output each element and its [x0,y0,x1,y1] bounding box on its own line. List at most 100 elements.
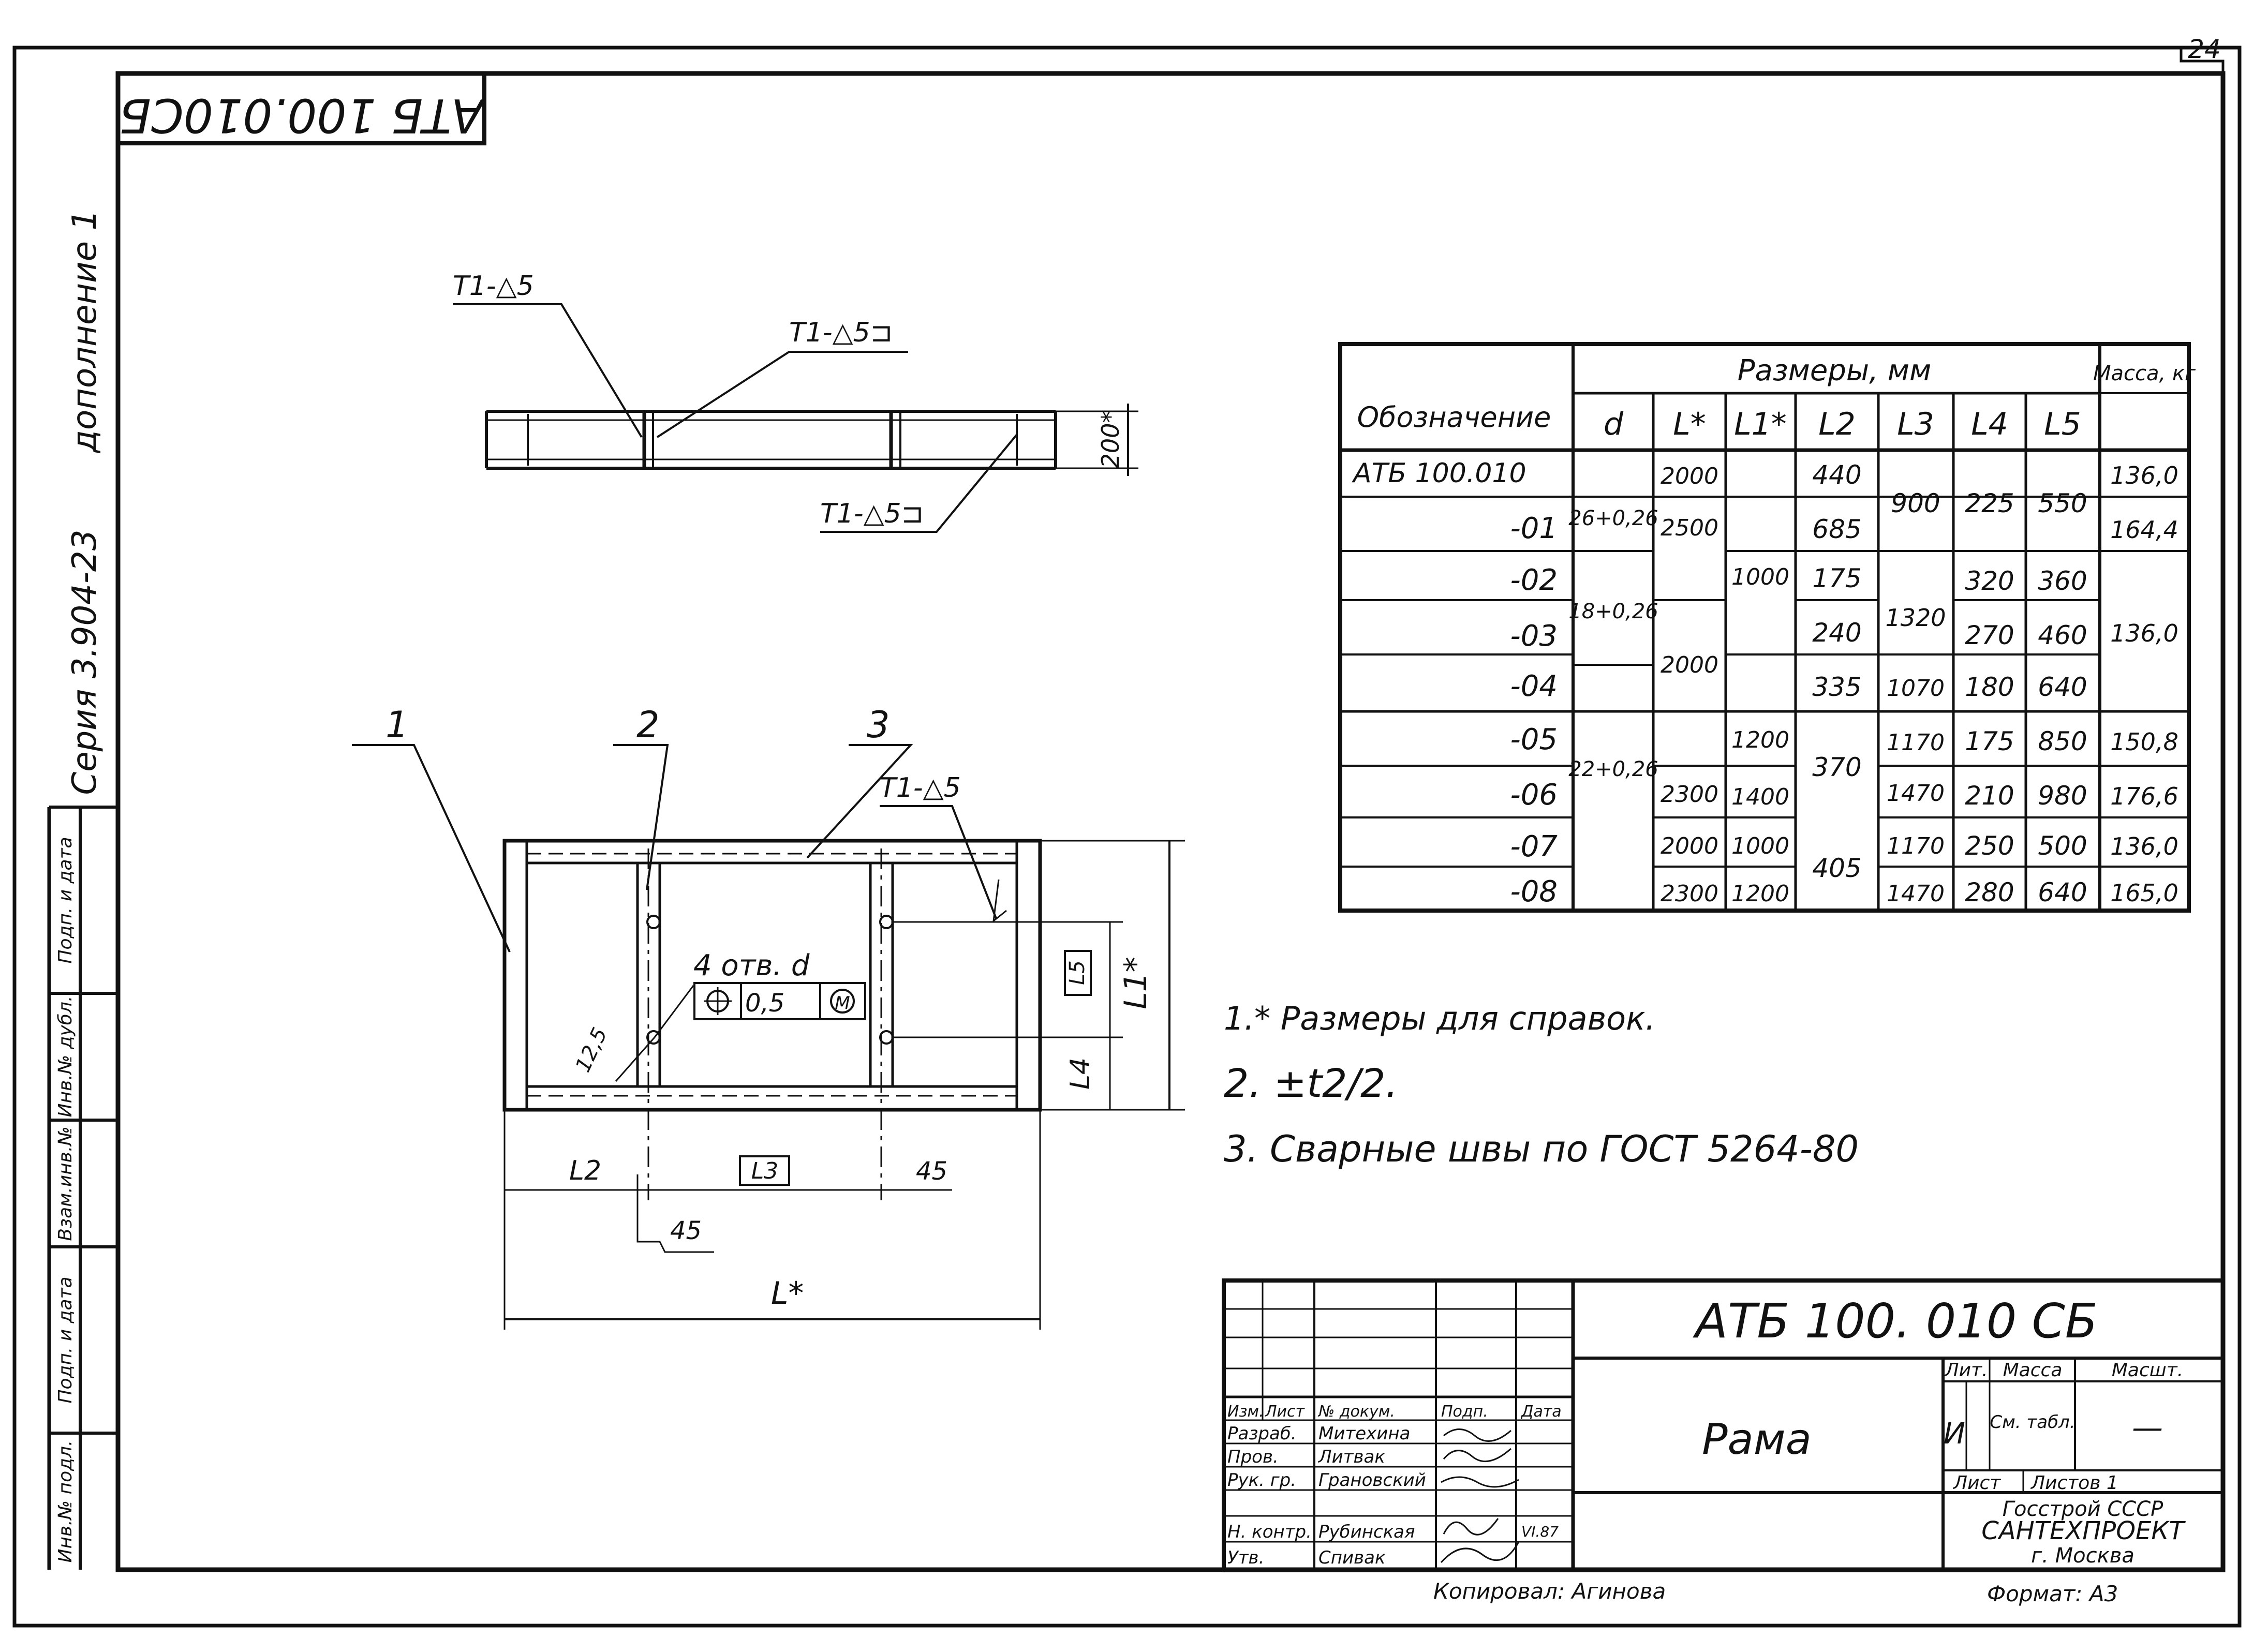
weld-mark: Т1-△5 [453,271,534,302]
cell-L5: 640 [2038,672,2087,702]
cell-L: 2000 [1661,833,1718,859]
tb-sheet: Лист [1952,1472,2001,1494]
cell-mass: 136,0 [2110,619,2178,647]
top-view: Т1-△5 Т1-△5⊐ Т1-△5⊐ 200* [453,271,1138,533]
sheet-number: 24 [2188,34,2221,64]
cell-L2: 175 [1812,563,1861,593]
cell-L: 2000 [1661,652,1718,678]
cell-mass: 164,4 [2110,516,2178,544]
signature [1443,1428,1511,1442]
cell-mass: 165,0 [2110,879,2178,907]
sheet-number-box [2180,48,2225,73]
weld-mark: Т1-△5 [880,772,961,803]
cell-L3: 900 [1891,488,1940,518]
dim-l-star: L* [771,1275,804,1312]
cell-L1: 1200 [1731,881,1789,907]
cell-L1: 1000 [1731,564,1789,590]
table-header-col: L2 [1818,406,1856,442]
cell-L: 2300 [1661,781,1718,808]
left-margin: Серия 3.904-23 дополнение 1 Подп. и дата… [47,210,118,1570]
tb-person: Митехина [1318,1423,1410,1444]
cell-L5: 980 [2038,781,2087,811]
callout-number: 2 [636,704,660,746]
cell-mass: 136,0 [2110,461,2178,489]
tb-role: Разраб. [1227,1423,1297,1444]
tb-head: Изм. [1227,1403,1264,1421]
tb-head: Подп. [1441,1403,1488,1421]
cell-L: 2500 [1661,515,1718,541]
table-header-col: L1* [1734,406,1787,442]
tb-sheets: Листов 1 [2030,1472,2118,1494]
drawing-frame [115,71,2226,1572]
note-line: 2. ±t2/2. [1224,1060,1398,1106]
height-dim: 200* [1096,411,1124,469]
dim-l5: L5 [1065,960,1089,985]
dim-l3: L3 [751,1158,779,1184]
table-header-designation: Обозначение [1357,401,1551,434]
margin-cell-label: Подп. и дата [55,837,76,963]
row-designation: -02 [1510,563,1558,597]
cell-L5: 550 [2038,488,2087,518]
row-designation: -01 [1510,512,1558,545]
cell-L3: 1170 [1887,833,1945,859]
row-designation: -04 [1510,669,1558,703]
tb-role: Пров. [1227,1447,1279,1467]
cell-L3: 1320 [1885,604,1946,632]
tb-role: Утв. [1227,1547,1264,1568]
callout-number: 3 [867,704,890,746]
weld-mark: Т1-△5⊐ [789,317,893,348]
margin-cell-label: Подп. и дата [55,1276,76,1403]
cell-L2: 405 [1812,853,1861,883]
cell-L4: 270 [1965,620,2014,650]
row-designation: -03 [1510,619,1558,653]
row-designation: -05 [1510,723,1558,756]
signature [1440,1541,1520,1563]
hole-note: 4 отв. d [693,949,810,982]
cell-L2: 240 [1812,618,1861,648]
hole [879,915,894,929]
tb-name: Рама [1702,1415,1812,1464]
weld-mark: Т1-△5⊐ [820,498,924,529]
tb-mass-value: См. табл. [1990,1412,2075,1433]
cell-mass: 150,8 [2110,728,2178,756]
row-designation: -08 [1510,875,1558,909]
tb-org: САНТЕХПРОЕКТ [1981,1516,2186,1545]
cell-L5: 460 [2038,620,2087,650]
cell-L3: 1170 [1887,729,1945,756]
tb-person: Литвак [1317,1447,1385,1467]
tb-code: АТБ 100. 010 СБ [1693,1293,2098,1349]
tb-mass: Масса [2003,1360,2063,1381]
row-designation: -07 [1510,830,1558,863]
tb-head: Дата [1520,1403,1562,1421]
cell-d: 26+0,26 [1568,507,1658,530]
margin-cell-label: Инв.№ дубл. [55,996,76,1118]
sheet-trim-line [12,46,2242,1628]
signature [1441,1476,1519,1488]
callout-number: 1 [386,704,409,746]
cell-L5: 640 [2038,877,2087,907]
signature [1443,1518,1499,1536]
tolerance-value: 0,5 [745,989,784,1018]
hole [646,1030,661,1045]
table-header-col: d [1604,406,1624,442]
signature [1443,1448,1511,1463]
hole [879,1030,894,1045]
table-header-col: L3 [1897,406,1934,442]
dim-l2: L2 [569,1155,601,1186]
cell-L3: 1070 [1887,675,1945,702]
notes: 1.* Размеры для справок. 2. ±t2/2. 3. Св… [1224,1000,1859,1170]
title-block: Изм. Лист № докум. Подп. Дата Разраб. Ми… [1222,1278,2225,1606]
cell-L: 2300 [1661,881,1718,907]
dim-45: 45 [670,1216,702,1245]
table-header-col: L5 [2044,406,2081,442]
dimensions-table: Размеры, мм Обозначение Масса, кг d L* L… [1338,342,2196,913]
cell-L5: 850 [2038,726,2087,756]
margin-cell-label: Взам.инв.№ [55,1126,76,1241]
tb-role: Н. контр. [1227,1522,1312,1542]
tb-lit-value: И [1944,1417,1965,1451]
cell-L4: 175 [1965,726,2014,756]
copied-by: Копировал: Агинова [1433,1579,1666,1604]
cell-L4: 250 [1965,831,2014,861]
sheet-format: Формат: А3 [1987,1581,2118,1606]
cell-L3: 1470 [1887,780,1945,807]
